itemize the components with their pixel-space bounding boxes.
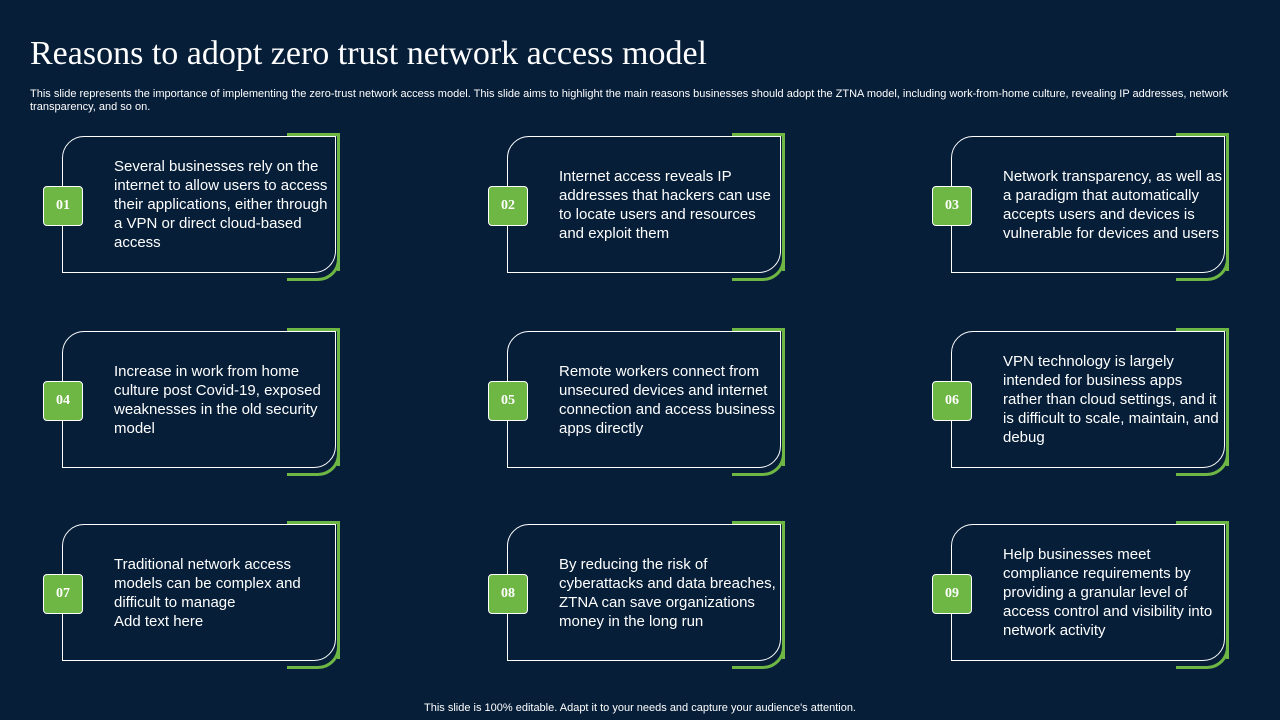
card-box: [507, 136, 781, 273]
card-text-content: VPN technology is largely intended for b…: [1003, 353, 1219, 446]
card-accent-side: [1226, 133, 1229, 271]
reason-card: Help businesses meet compliance requirem…: [951, 521, 1229, 669]
number-badge: 09: [932, 574, 972, 614]
number-badge: 03: [932, 186, 972, 226]
number-badge: 05: [488, 381, 528, 421]
card-box: [951, 524, 1225, 661]
card-accent-top: [1176, 328, 1229, 359]
card-accent-bottom: [1176, 443, 1229, 476]
card-text: Traditional network access models can be…: [114, 524, 334, 661]
card-accent-top: [287, 521, 340, 552]
card-text: Remote workers connect from unsecured de…: [559, 331, 779, 468]
reason-card: Remote workers connect from unsecured de…: [507, 328, 785, 476]
slide-subtitle: This slide represents the importance of …: [30, 88, 1228, 113]
card-accent-bottom: [1176, 636, 1229, 669]
card-accent-top: [1176, 521, 1229, 552]
reason-card: Network transparency, as well as a parad…: [951, 133, 1229, 281]
card-accent-side: [782, 521, 785, 659]
card-box: [62, 524, 336, 661]
card-accent-top: [732, 521, 785, 552]
card-text-content: Increase in work from home culture post …: [114, 362, 321, 437]
reason-card: Increase in work from home culture post …: [62, 328, 340, 476]
card-box: [507, 331, 781, 468]
card-accent-bottom: [732, 248, 785, 281]
card-text: Several businesses rely on the internet …: [114, 136, 334, 273]
card-accent-side: [337, 133, 340, 271]
reason-card: VPN technology is largely intended for b…: [951, 328, 1229, 476]
number-badge: 04: [43, 381, 83, 421]
number-badge: 06: [932, 381, 972, 421]
number-badge: 02: [488, 186, 528, 226]
card-accent-bottom: [287, 636, 340, 669]
card-text-content: Several businesses rely on the internet …: [114, 158, 328, 251]
card-accent-bottom: [287, 443, 340, 476]
reason-card: By reducing the risk of cyberattacks and…: [507, 521, 785, 669]
card-accent-side: [1226, 521, 1229, 659]
card-text: By reducing the risk of cyberattacks and…: [559, 524, 779, 661]
card-accent-top: [1176, 133, 1229, 164]
card-accent-top: [732, 328, 785, 359]
reason-card: Several businesses rely on the internet …: [62, 133, 340, 281]
card-box: [951, 331, 1225, 468]
footer-note: This slide is 100% editable. Adapt it to…: [424, 702, 856, 714]
number-badge: 01: [43, 186, 83, 226]
card-box: [951, 136, 1225, 273]
card-text: Internet access reveals IP addresses tha…: [559, 136, 779, 273]
card-text-content: Network transparency, as well as a parad…: [1003, 167, 1222, 242]
card-accent-side: [337, 521, 340, 659]
card-text-content: By reducing the risk of cyberattacks and…: [559, 555, 776, 630]
number-badge: 08: [488, 574, 528, 614]
card-accent-bottom: [732, 443, 785, 476]
reason-card: Internet access reveals IP addresses tha…: [507, 133, 785, 281]
card-text: Increase in work from home culture post …: [114, 331, 334, 468]
card-accent-bottom: [287, 248, 340, 281]
card-text-content: Help businesses meet compliance requirem…: [1003, 546, 1213, 639]
card-box: [62, 331, 336, 468]
card-accent-top: [287, 328, 340, 359]
card-text: Network transparency, as well as a parad…: [1003, 136, 1223, 273]
card-text: VPN technology is largely intended for b…: [1003, 331, 1223, 468]
card-text: Help businesses meet compliance requirem…: [1003, 524, 1223, 661]
number-badge: 07: [43, 574, 83, 614]
card-text-content: Remote workers connect from unsecured de…: [559, 362, 775, 437]
card-accent-side: [782, 328, 785, 466]
card-accent-top: [732, 133, 785, 164]
card-accent-bottom: [1176, 248, 1229, 281]
slide-title: Reasons to adopt zero trust network acce…: [30, 35, 707, 72]
card-accent-side: [782, 133, 785, 271]
card-text-content: Traditional network access models can be…: [114, 555, 301, 630]
reason-card: Traditional network access models can be…: [62, 521, 340, 669]
card-box: [62, 136, 336, 273]
card-accent-side: [337, 328, 340, 466]
card-accent-top: [287, 133, 340, 164]
card-accent-side: [1226, 328, 1229, 466]
card-text-content: Internet access reveals IP addresses tha…: [559, 167, 771, 242]
card-accent-bottom: [732, 636, 785, 669]
